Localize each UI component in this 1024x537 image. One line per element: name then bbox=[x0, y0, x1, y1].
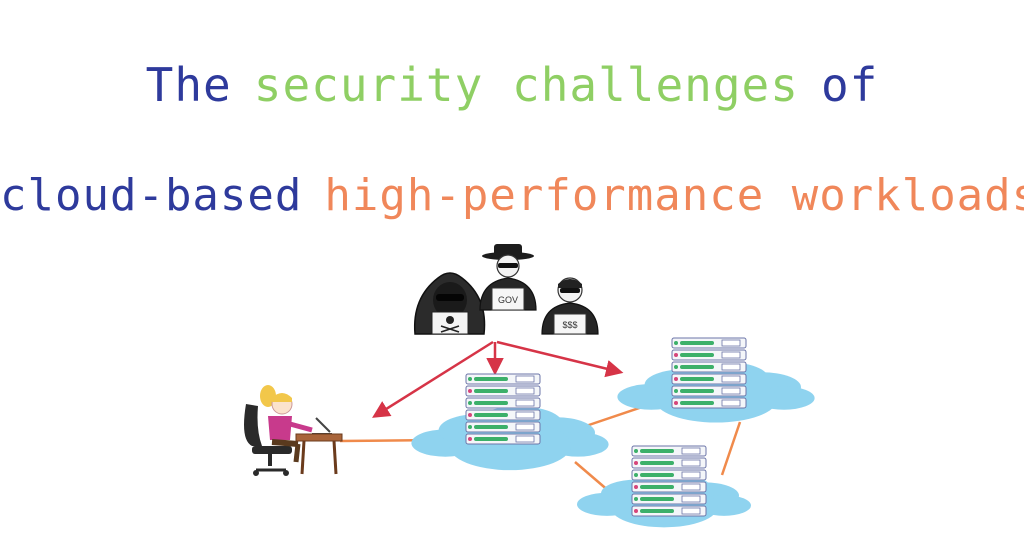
threat-arrows bbox=[372, 340, 624, 418]
money-agent-icon: $$$ bbox=[541, 277, 599, 335]
title-cloud-based: cloud-based bbox=[0, 170, 303, 221]
title-the: The bbox=[145, 58, 232, 112]
server-rack-1 bbox=[465, 373, 541, 445]
server-rack-3 bbox=[631, 445, 707, 517]
threat-arrow-to-user bbox=[372, 340, 494, 418]
user-at-desk-icon bbox=[244, 385, 343, 476]
server-rack-2 bbox=[671, 337, 747, 409]
hacker-icon bbox=[413, 272, 486, 335]
gov-agent-icon: GOV bbox=[479, 244, 537, 311]
title-line-1: The security challenges of bbox=[0, 58, 1024, 112]
link-cloud1-cloud3 bbox=[574, 461, 611, 493]
threat-arrow-to-cloud-2 bbox=[496, 340, 624, 378]
title-security-challenges: security challenges bbox=[253, 58, 799, 112]
title-line-2: cloud-based high-performance workloads bbox=[0, 170, 1024, 221]
money-label: $$$ bbox=[562, 320, 577, 330]
link-cloud1-cloud2 bbox=[579, 403, 649, 430]
server-racks bbox=[465, 337, 747, 517]
title-high-performance-workloads: high-performance workloads bbox=[324, 170, 1024, 221]
title-of: of bbox=[820, 58, 879, 112]
link-cloud2-cloud3 bbox=[720, 421, 742, 476]
gov-label: GOV bbox=[498, 295, 518, 305]
